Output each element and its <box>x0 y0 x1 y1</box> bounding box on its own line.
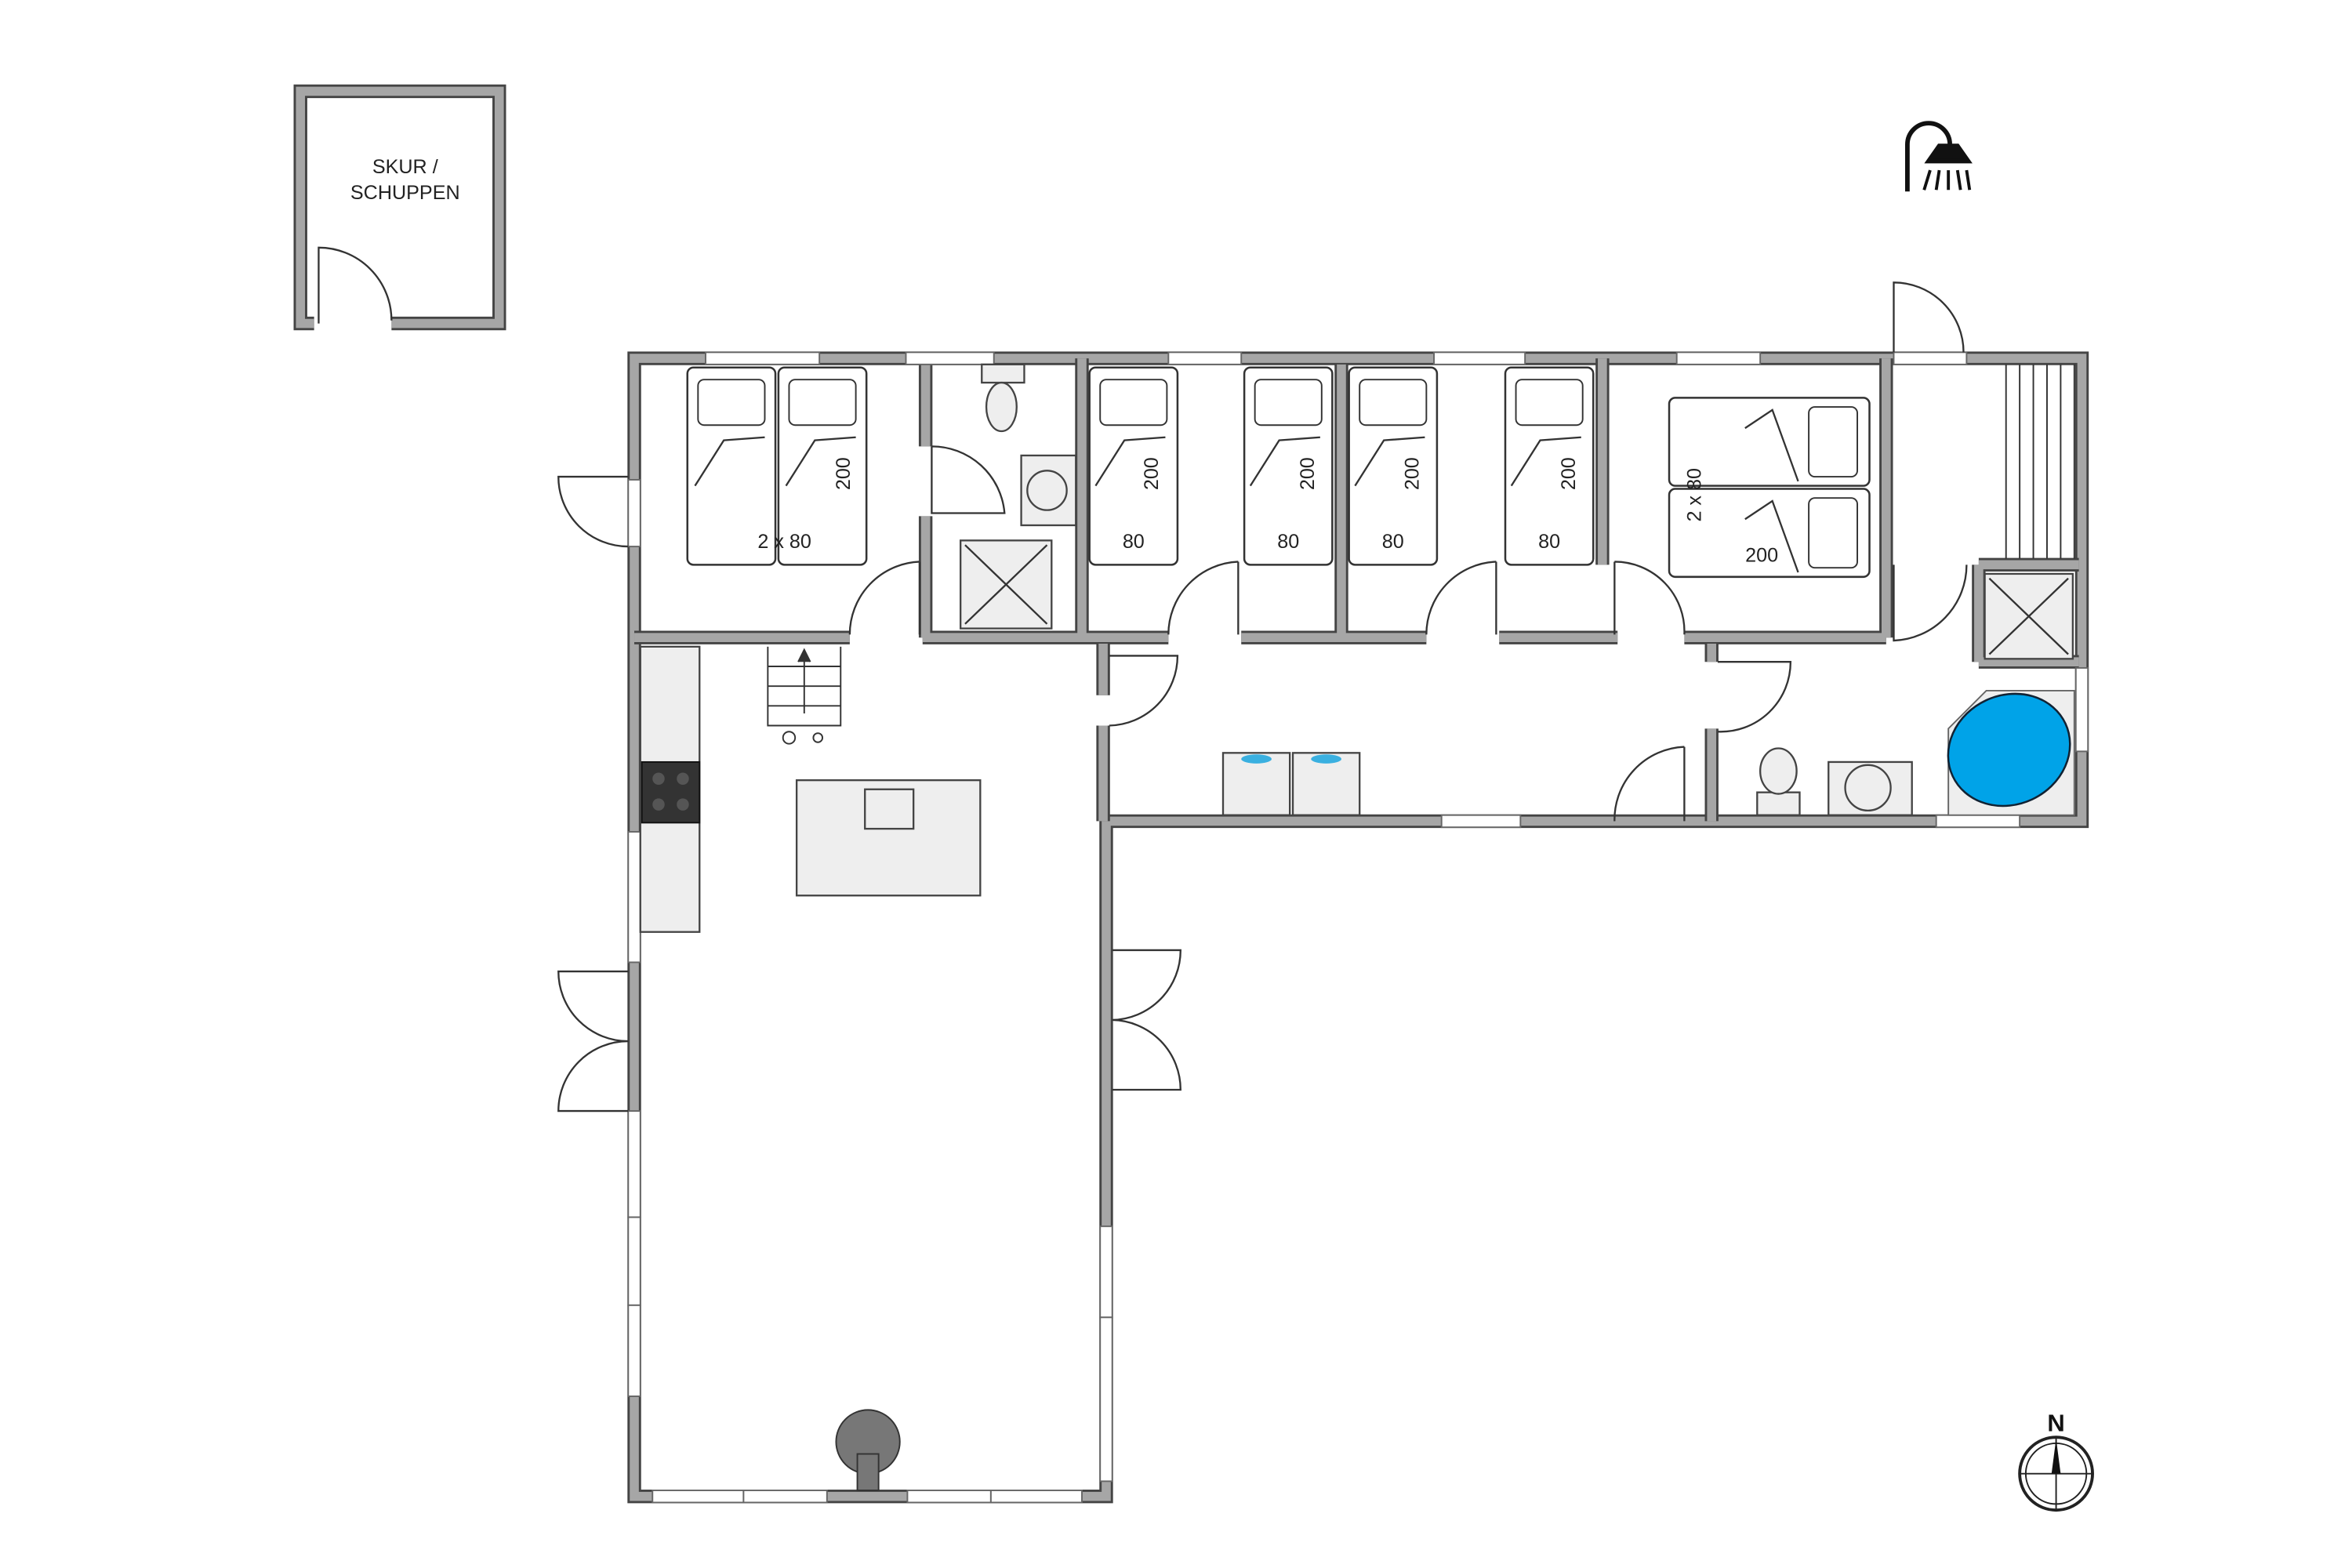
doors[interactable] <box>557 281 1968 1112</box>
windows <box>627 351 2089 1504</box>
bedroom-5: 2 x 80 200 <box>1668 397 1871 579</box>
bed-width-label: 80 <box>1538 531 1560 553</box>
door-kitchen <box>1109 655 1179 727</box>
sink-icon <box>864 788 915 830</box>
door-terrace-west <box>557 970 629 1112</box>
bedroom-2: 80 200 <box>1088 366 1179 566</box>
bathroom-1 <box>960 363 1077 630</box>
bedroom-4: 80 200 <box>1504 366 1595 566</box>
bed-length-label: 200 <box>1745 544 1778 566</box>
door-bedroom4 <box>1613 561 1686 635</box>
bed-length-label: 200 <box>1141 457 1163 490</box>
toilet-icon <box>985 381 1018 433</box>
door-terrace-east <box>1112 949 1181 1091</box>
shower-icon <box>1905 121 1973 192</box>
bed-length-label: 200 <box>1402 457 1424 490</box>
whirlpool-water <box>1947 692 2071 808</box>
toilet-icon <box>1756 791 1801 816</box>
door-bathroom1 <box>931 445 1006 514</box>
compass-north-label: N <box>2047 1409 2064 1436</box>
shed-label-line1: SKUR / <box>372 156 438 178</box>
wood-stove-icon <box>835 1409 901 1491</box>
bathroom-2 <box>1756 690 2075 816</box>
shed-label-line2: SCHUPPEN <box>350 182 460 204</box>
bedroom-1: 2 x 80 200 <box>686 366 868 566</box>
compass-icon: N <box>2018 1409 2094 1512</box>
house-walls <box>627 351 2089 1504</box>
door-entrance-west <box>557 475 629 548</box>
stove-icon <box>641 760 701 824</box>
bed-length-label: 200 <box>1558 457 1580 490</box>
door-bedroom2 <box>1167 561 1240 635</box>
bed-width-label: 80 <box>1123 531 1145 553</box>
shed: SKUR / SCHUPPEN <box>293 84 506 331</box>
stairs-icon <box>767 646 842 745</box>
bed-width-label: 80 <box>1277 531 1299 553</box>
door-bedroom1 <box>848 561 921 635</box>
shower-tray-icon <box>1984 572 2074 660</box>
bed-length-label: 200 <box>1297 457 1319 490</box>
door-bathroom2 <box>1717 661 1792 733</box>
door-hall <box>1893 564 1968 642</box>
bedroom-3: 80 200 80 200 <box>1243 366 1439 566</box>
door-bedroom3 <box>1425 561 1497 635</box>
kitchen <box>639 645 982 933</box>
bed-length-label: 200 <box>833 457 855 490</box>
bed-width-label: 80 <box>1382 531 1404 553</box>
washing-machines <box>1221 752 1361 816</box>
sauna <box>2005 364 2075 559</box>
bed-width-label: 2 x 80 <box>1684 468 1706 522</box>
door-utility <box>1613 746 1686 822</box>
bed-width-label: 2 x 80 <box>757 531 811 553</box>
door-north-entrance <box>1893 281 1965 353</box>
